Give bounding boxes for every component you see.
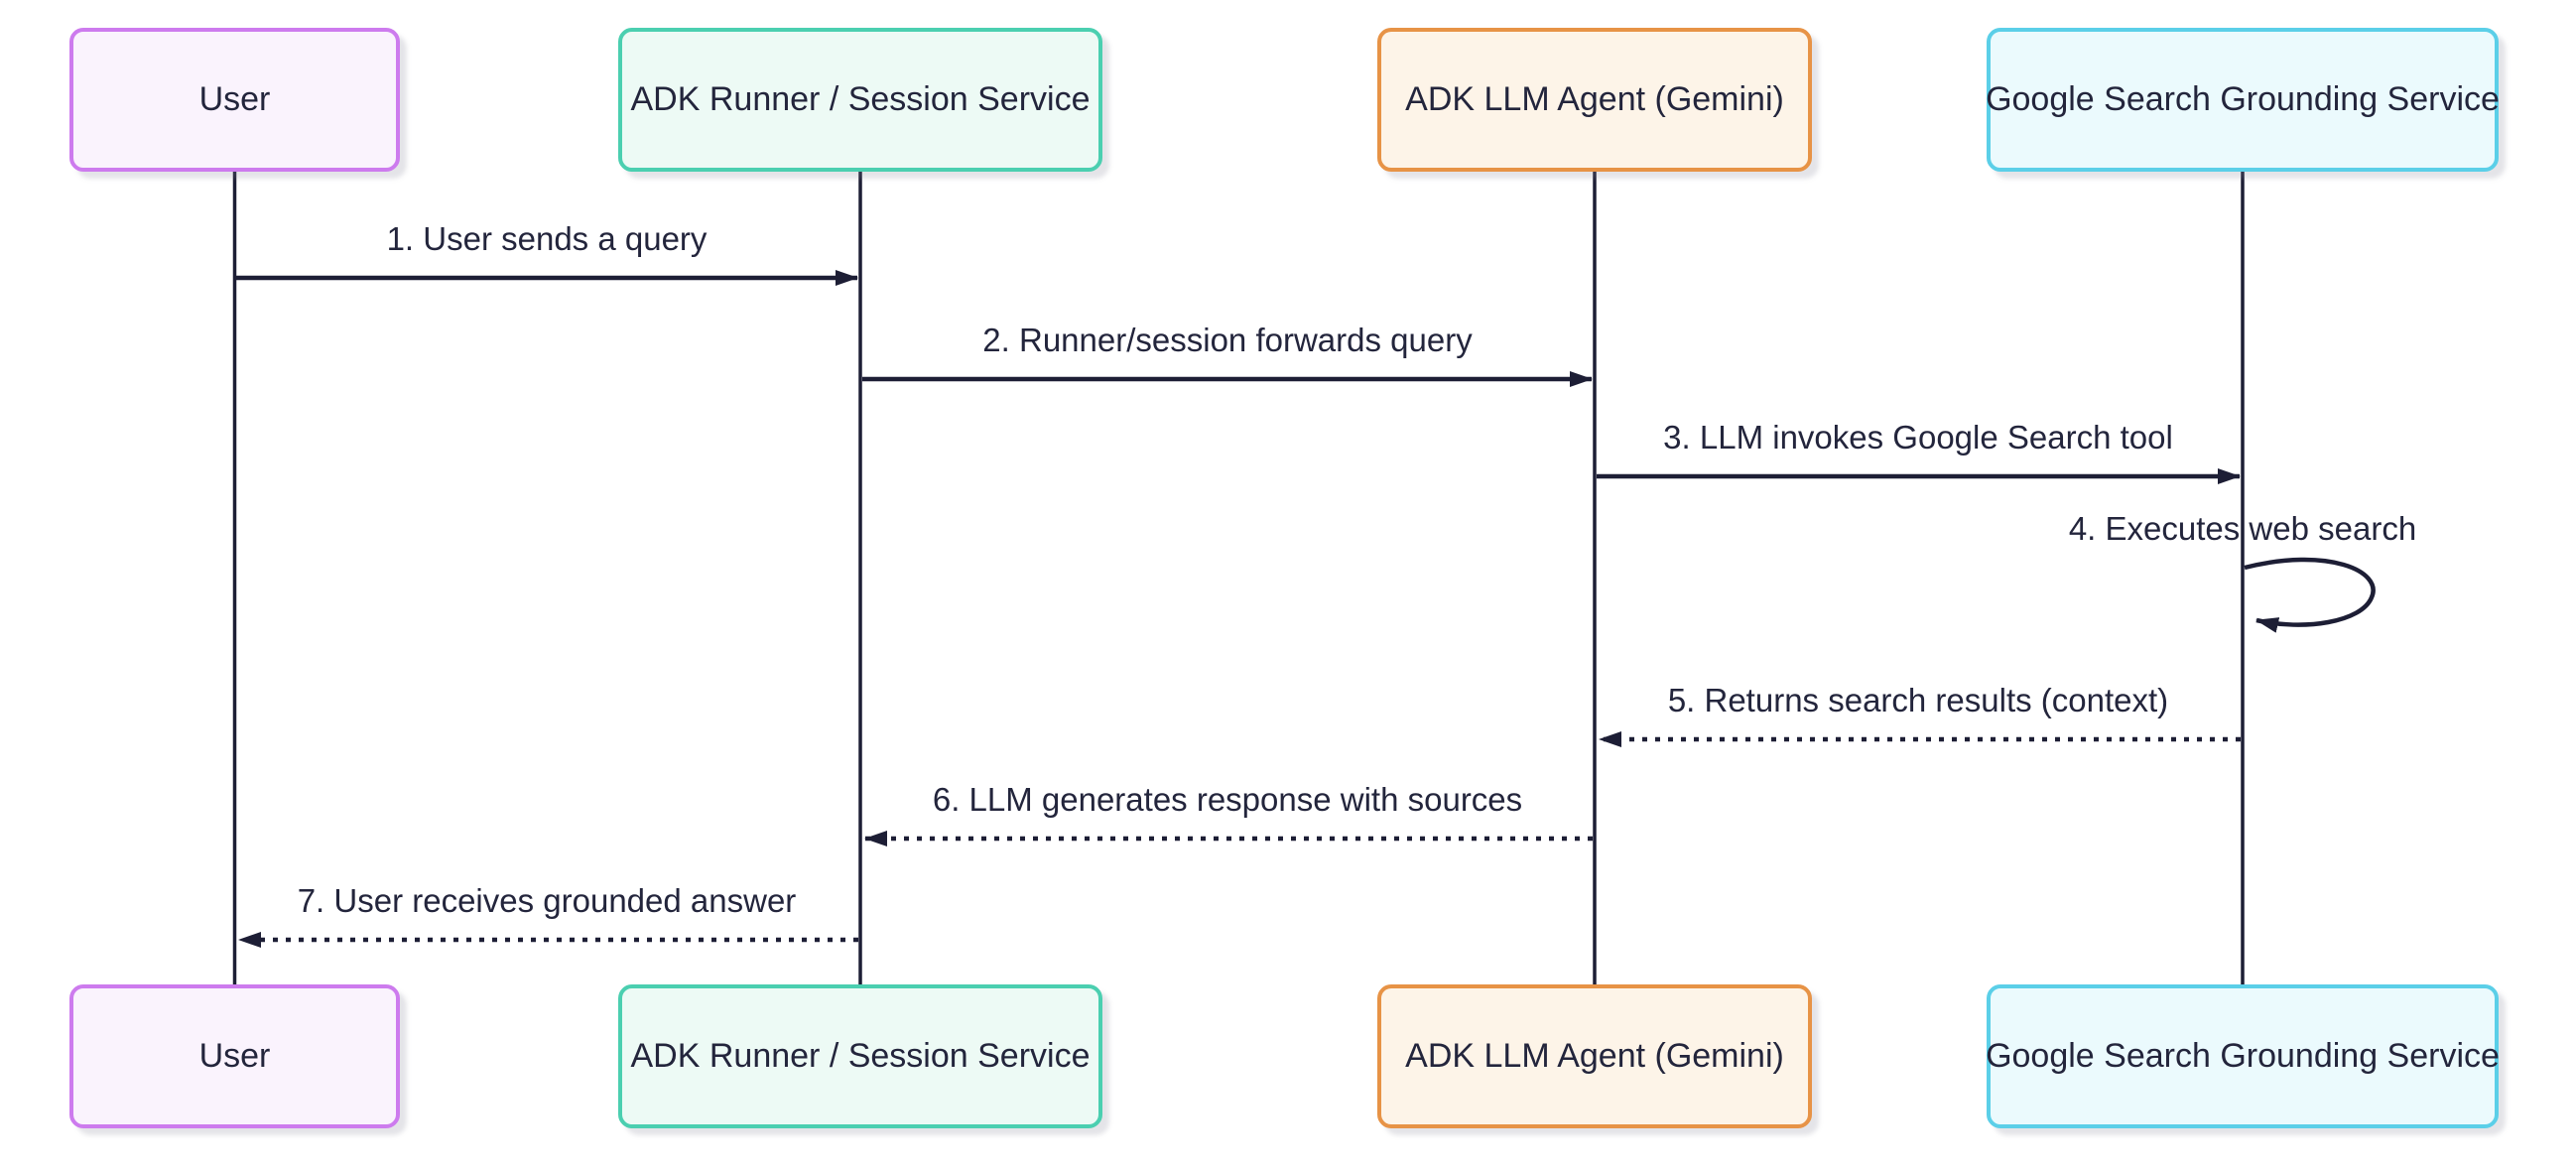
actor-box-runner-top: ADK Runner / Session Service — [618, 28, 1102, 172]
actor-box-agent-top: ADK LLM Agent (Gemini) — [1377, 28, 1812, 172]
actor-box-search-top: Google Search Grounding Service — [1986, 28, 2500, 172]
message-label-6: 6. LLM generates response with sources — [932, 781, 1523, 818]
message-label-4: 4. Executes web search — [2068, 510, 2417, 547]
actor-box-user-top: User — [69, 28, 400, 172]
actor-box-runner-bottom: ADK Runner / Session Service — [618, 984, 1102, 1128]
message-label-7: 7. User receives grounded answer — [297, 882, 797, 919]
arrow-message-4-self-loop — [2244, 557, 2376, 633]
message-label-1: 1. User sends a query — [386, 220, 708, 257]
message-label-2: 2. Runner/session forwards query — [982, 322, 1473, 358]
message-label-5: 5. Returns search results (context) — [1667, 682, 2169, 718]
actor-box-search-bottom: Google Search Grounding Service — [1986, 984, 2500, 1128]
message-label-3: 3. LLM invokes Google Search tool — [1663, 419, 2173, 455]
actor-box-user-bottom: User — [69, 984, 400, 1128]
actor-box-agent-bottom: ADK LLM Agent (Gemini) — [1377, 984, 1812, 1128]
